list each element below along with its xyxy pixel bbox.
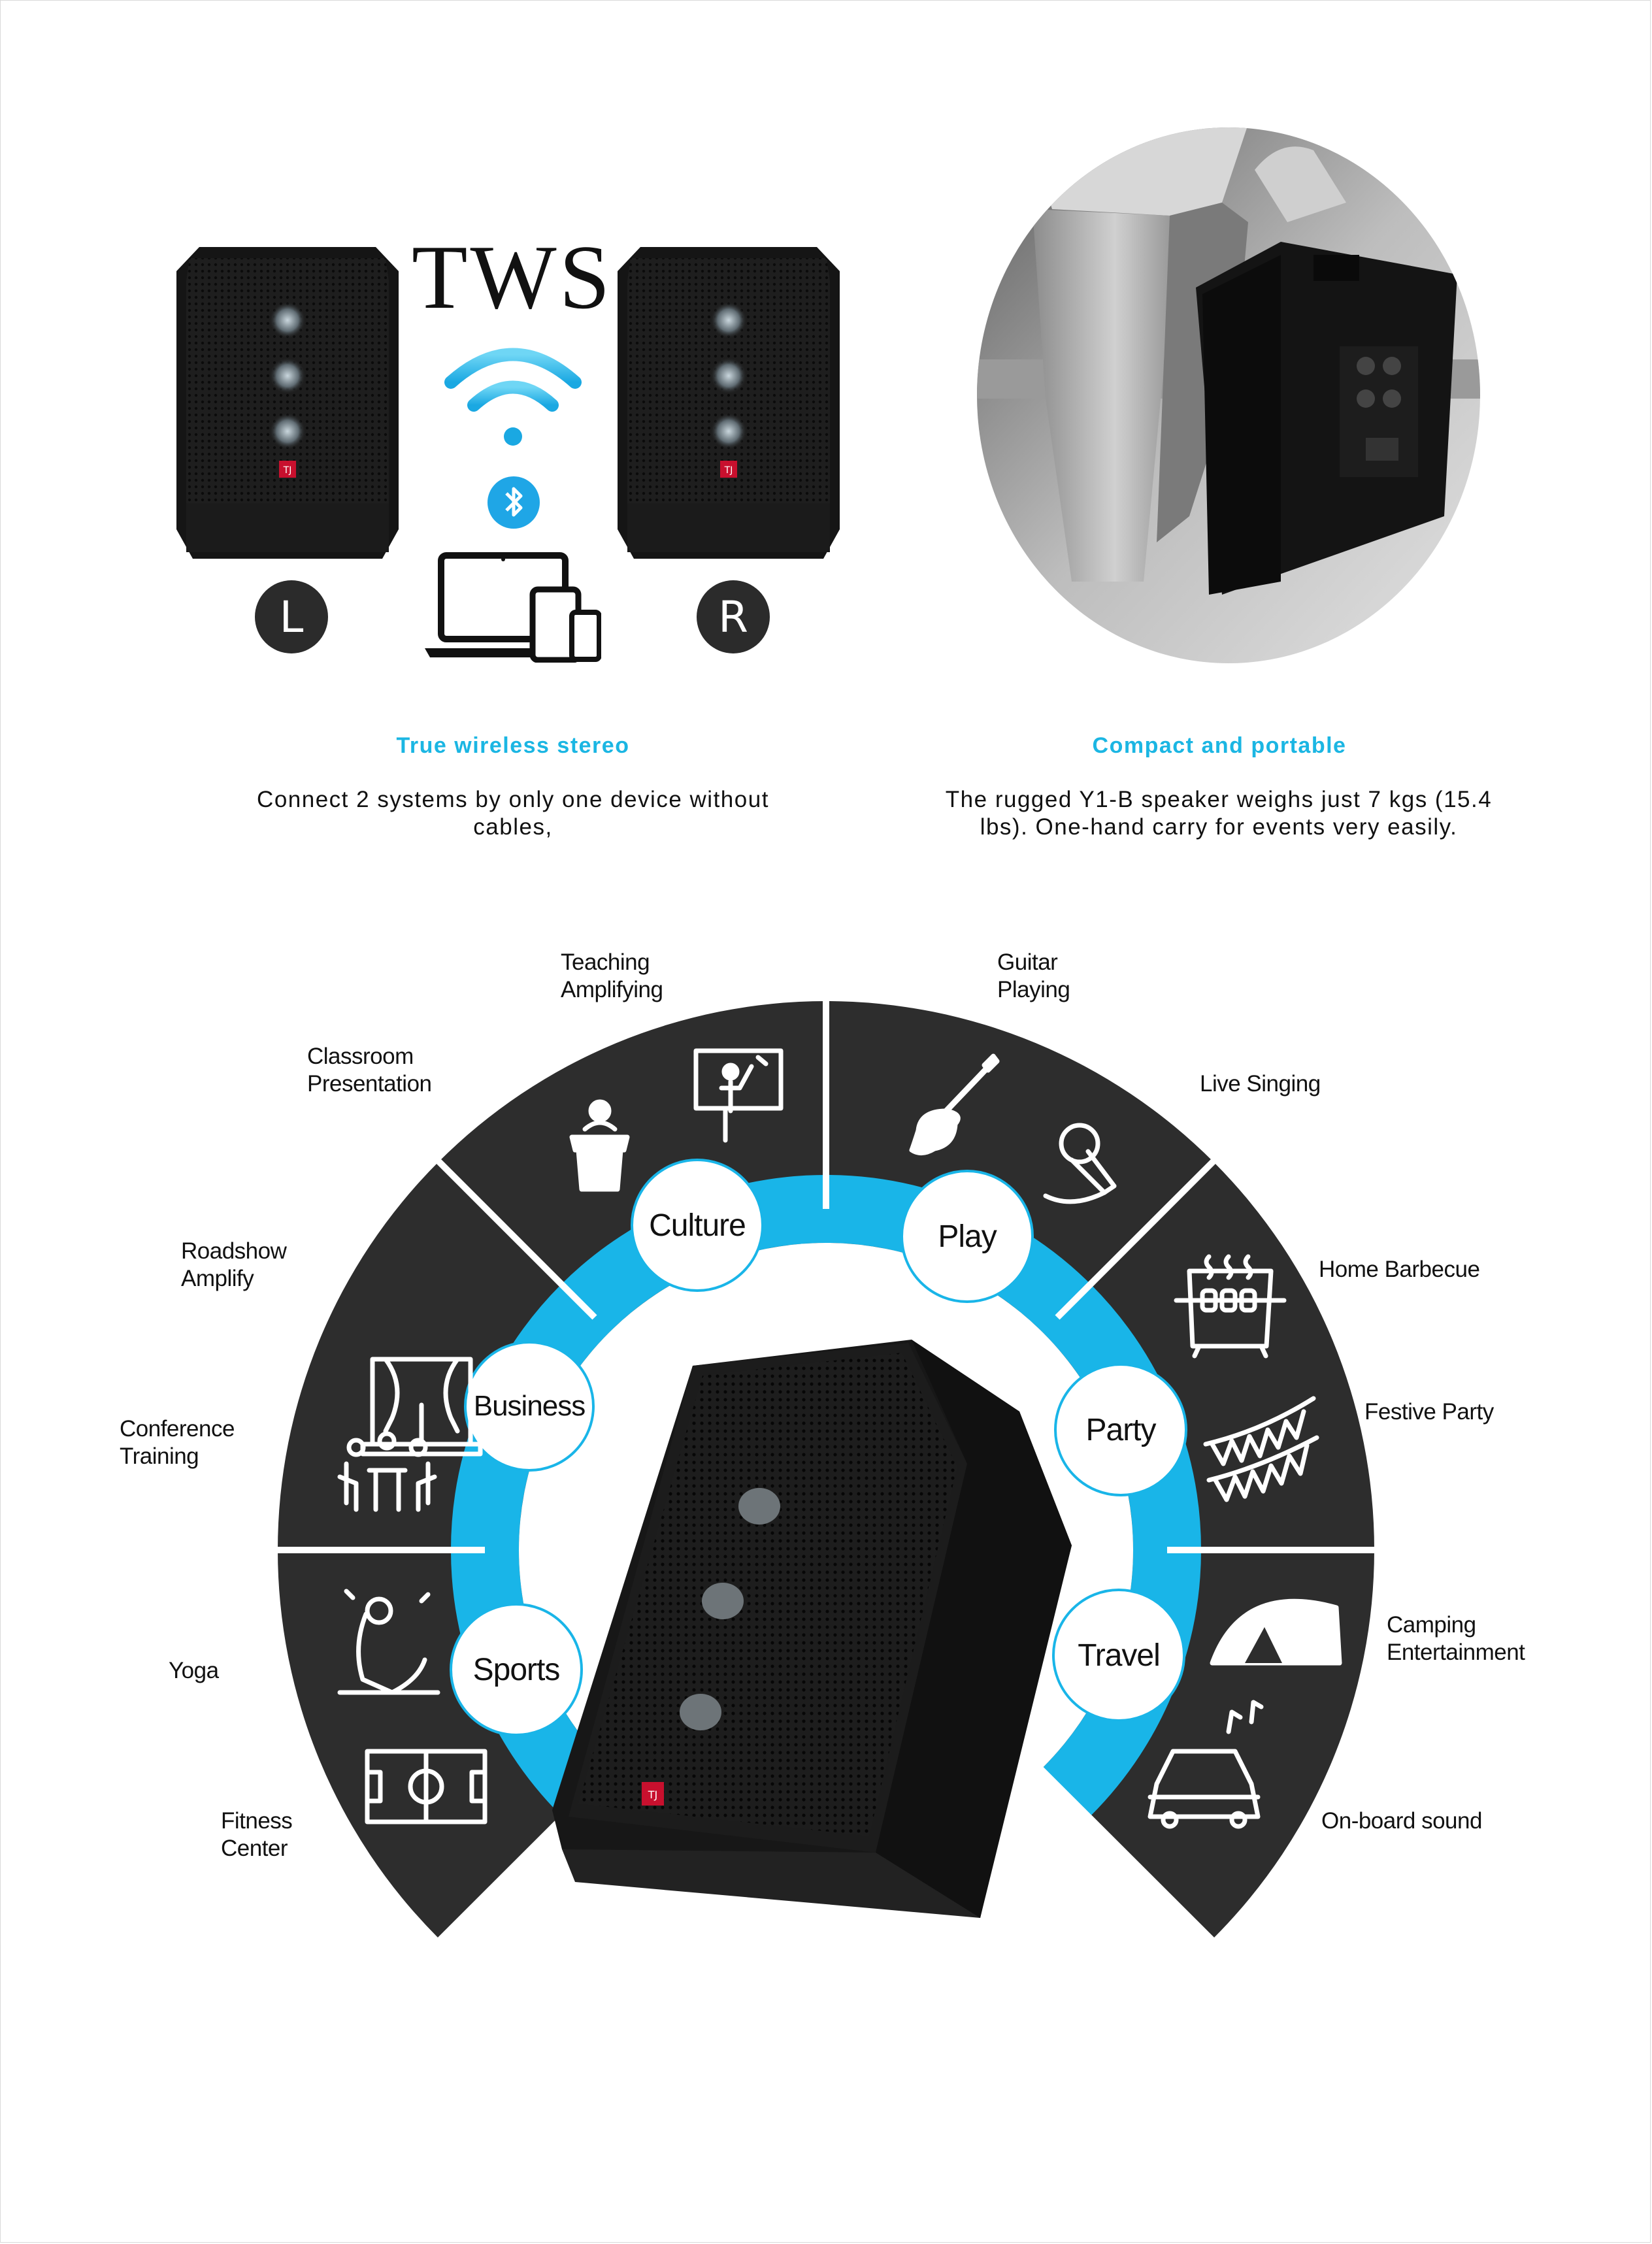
fitness-field-icon bbox=[365, 1749, 487, 1824]
svg-text:TJ: TJ bbox=[648, 1789, 658, 1801]
label-camping-entertainment: Camping Entertainment bbox=[1387, 1612, 1525, 1665]
portable-carry-photo bbox=[977, 127, 1480, 663]
right-speaker-image: TJ bbox=[618, 247, 840, 559]
right-channel-badge: R bbox=[697, 580, 770, 653]
category-travel[interactable]: Travel bbox=[1052, 1589, 1185, 1722]
roadshow-stage-icon bbox=[360, 1357, 483, 1457]
yoga-pose-icon bbox=[337, 1589, 440, 1695]
podium-speaker-icon bbox=[569, 1099, 630, 1192]
category-play[interactable]: Play bbox=[900, 1170, 1034, 1303]
svg-text:Play: Play bbox=[938, 1219, 997, 1254]
svg-text:Culture: Culture bbox=[649, 1208, 746, 1243]
label-home-barbecue: Home Barbecue bbox=[1319, 1257, 1480, 1282]
car-music-icon bbox=[1148, 1700, 1264, 1829]
bluetooth-icon bbox=[487, 476, 540, 529]
microphone-icon bbox=[1043, 1123, 1117, 1204]
label-yoga: Yoga bbox=[169, 1658, 219, 1683]
bunting-flags-icon bbox=[1203, 1396, 1319, 1502]
category-sports[interactable]: Sports bbox=[450, 1603, 583, 1736]
category-culture[interactable]: Culture bbox=[631, 1159, 764, 1292]
svg-text:Sports: Sports bbox=[473, 1653, 560, 1687]
wifi-icon bbox=[444, 348, 582, 446]
category-party[interactable]: Party bbox=[1054, 1363, 1187, 1496]
teaching-whiteboard-icon bbox=[693, 1048, 784, 1143]
svg-text:Business: Business bbox=[474, 1390, 586, 1422]
feature-title-tws: True wireless stereo bbox=[396, 733, 630, 758]
label-guitar-playing: Guitar Playing bbox=[997, 949, 1070, 1002]
center-speaker-image: TJ bbox=[552, 1340, 1072, 1918]
left-speaker-image: TJ bbox=[176, 247, 399, 559]
label-conference-training: Conference Training bbox=[120, 1416, 235, 1469]
feature-title-portable: Compact and portable bbox=[1092, 733, 1347, 758]
label-onboard-sound: On-board sound bbox=[1321, 1808, 1482, 1834]
svg-text:TJ: TJ bbox=[724, 465, 733, 476]
barbecue-icon bbox=[1174, 1254, 1287, 1359]
camping-tent-icon bbox=[1210, 1598, 1342, 1666]
feature-desc-tws: Connect 2 systems by only one device wit… bbox=[257, 787, 769, 840]
label-teaching-amplifying: Teaching Amplifying bbox=[561, 949, 663, 1002]
label-festive-party: Festive Party bbox=[1364, 1399, 1494, 1425]
label-classroom-presentation: Classroom Presentation bbox=[307, 1044, 432, 1097]
sector-dividers bbox=[274, 1000, 1378, 1553]
svg-text:Party: Party bbox=[1085, 1413, 1156, 1447]
label-live-singing: Live Singing bbox=[1200, 1071, 1321, 1097]
svg-text:Travel: Travel bbox=[1078, 1638, 1160, 1673]
devices-icon bbox=[425, 552, 601, 663]
guitar-icon bbox=[909, 1053, 1000, 1155]
speaker-logo: TJ bbox=[283, 465, 292, 476]
tws-title: TWS bbox=[412, 227, 613, 328]
label-fitness-center: Fitness Center bbox=[221, 1808, 293, 1861]
label-roadshow-amplify: Roadshow Amplify bbox=[181, 1238, 287, 1291]
conference-meeting-icon bbox=[337, 1431, 437, 1512]
left-channel-badge: L bbox=[255, 580, 328, 653]
feature-desc-portable: The rugged Y1-B speaker weighs just 7 kg… bbox=[945, 787, 1493, 840]
category-business[interactable]: Business bbox=[464, 1341, 595, 1472]
